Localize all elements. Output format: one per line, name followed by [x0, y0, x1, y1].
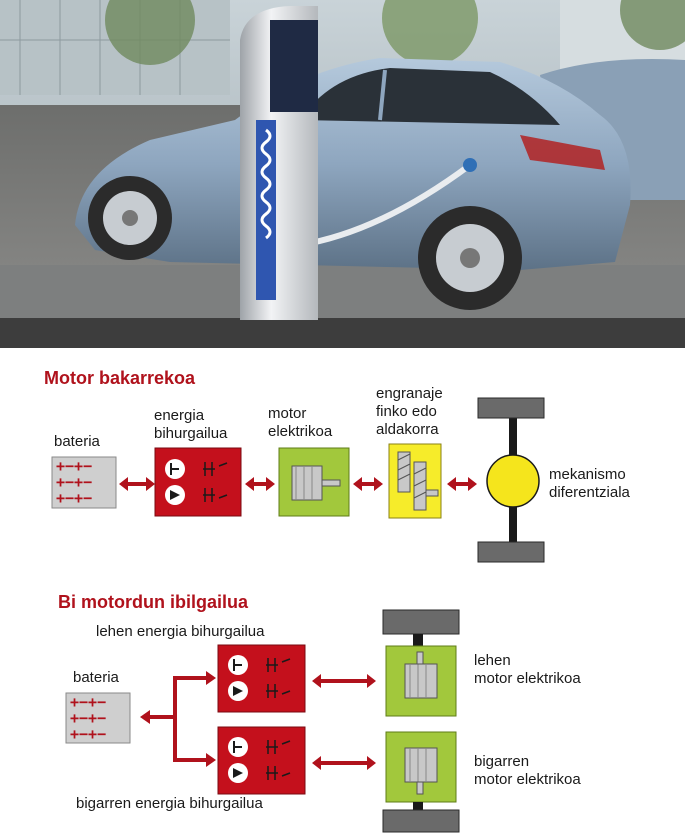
dual-battery-label: bateria — [73, 669, 120, 686]
ev-charging-photo — [0, 0, 685, 348]
single-battery-label: bateria — [54, 433, 101, 450]
electric-motor-icon — [278, 447, 350, 517]
gear-label: engranaje — [376, 385, 443, 402]
drivetrain-diagram: Motor bakarrekoa bateria +−+− +−+− +−+− … — [44, 368, 631, 833]
wheel-icon — [382, 809, 460, 833]
second-converter-label: bigarren energia bihurgailua — [76, 795, 263, 812]
svg-text:+−+−: +−+− — [56, 473, 92, 491]
double-arrow-icon — [353, 477, 383, 491]
double-arrow-icon — [312, 756, 376, 770]
wheel-icon — [382, 609, 460, 635]
double-arrow-icon — [119, 477, 155, 491]
electric-motor-icon — [385, 645, 457, 717]
electric-motor-icon — [385, 731, 457, 803]
single-motor-title: Motor bakarrekoa — [44, 368, 196, 388]
gear-label: aldakorra — [376, 421, 439, 438]
svg-text:+−+−: +−+− — [56, 457, 92, 475]
svg-text:+−+−: +−+− — [70, 725, 106, 743]
single-converter-label: bihurgailua — [154, 425, 228, 442]
first-converter-label: lehen energia bihurgailua — [96, 623, 265, 640]
battery-icon: +−+− +−+− +−+− — [51, 456, 117, 509]
car-wheel-front — [88, 176, 172, 260]
energy-converter-icon — [154, 447, 242, 517]
differential-icon — [477, 397, 545, 563]
double-arrow-icon — [312, 674, 376, 688]
svg-text:+−+−: +−+− — [56, 489, 92, 507]
first-motor-label: lehen — [474, 652, 511, 669]
second-motor-label: bigarren — [474, 753, 529, 770]
differential-label: mekanismo — [549, 466, 626, 483]
single-motor-label: elektrikoa — [268, 423, 333, 440]
double-arrow-icon — [245, 477, 275, 491]
energy-converter-icon — [217, 644, 306, 713]
energy-converter-icon — [217, 726, 306, 795]
svg-text:+−+−: +−+− — [70, 693, 106, 711]
dual-motor-title: Bi motordun ibilgailua — [58, 592, 249, 612]
branch-arrow-icon — [140, 671, 216, 767]
battery-icon: +−+− +−+− +−+− — [65, 692, 131, 744]
charging-station-icon — [240, 6, 318, 320]
single-motor-label: motor — [268, 405, 306, 422]
gear-label: finko edo — [376, 403, 437, 420]
svg-text:+−+−: +−+− — [70, 709, 106, 727]
double-arrow-icon — [447, 477, 477, 491]
second-motor-label: motor elektrikoa — [474, 771, 581, 788]
car-wheel-rear — [418, 206, 522, 310]
differential-label: diferentziala — [549, 484, 631, 501]
first-motor-label: motor elektrikoa — [474, 670, 581, 687]
gearbox-icon — [388, 443, 442, 519]
single-converter-label: energia — [154, 407, 205, 424]
